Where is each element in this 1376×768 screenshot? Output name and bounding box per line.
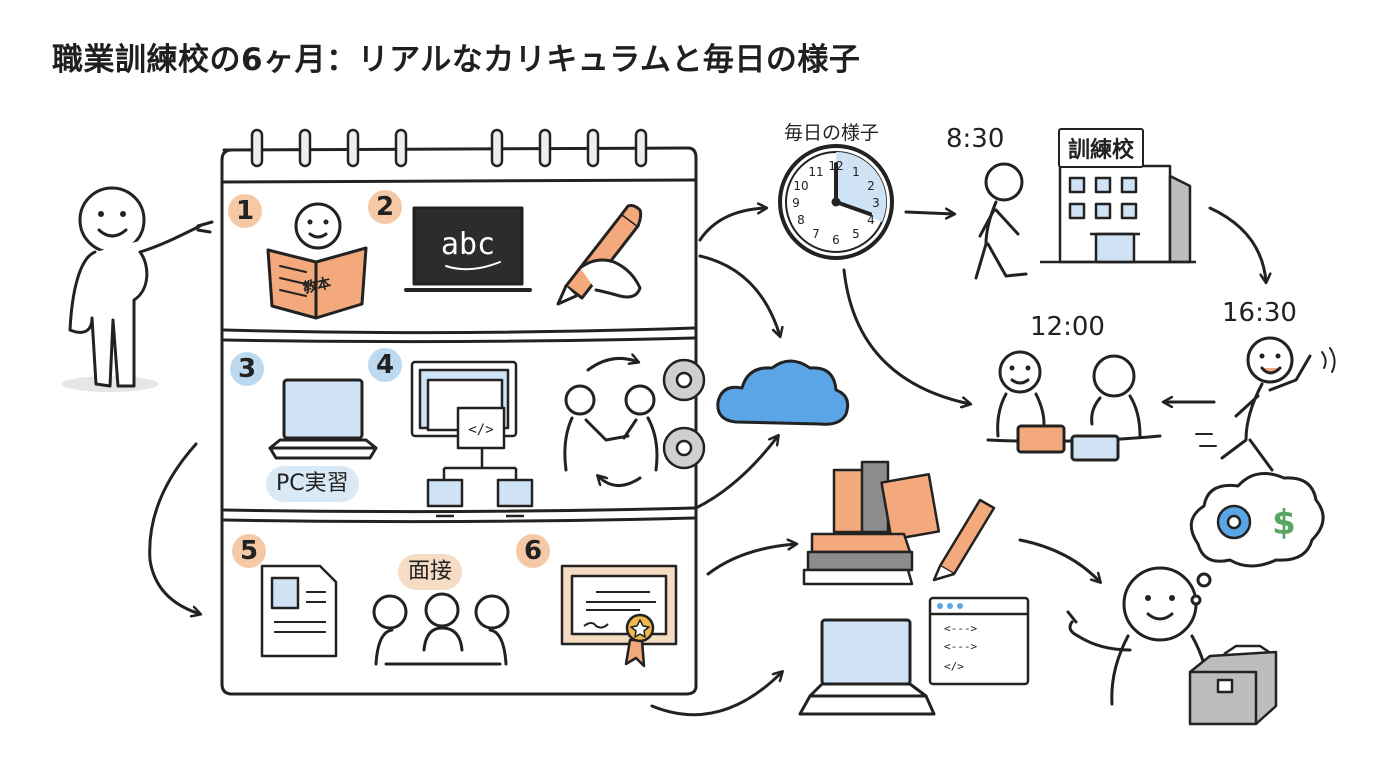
arrow-to-cloud [698,254,780,336]
running-person-icon [1195,336,1336,472]
textbook-label: 教本 [302,274,334,297]
time-noon: 12:00 [1030,312,1105,342]
arrow-to-laptop [650,672,782,717]
step-number-1: 1 [228,194,262,228]
clock-number: 5 [852,227,860,241]
code-symbol: </> [468,422,493,438]
editor-line: <---> [944,640,977,653]
daily-label: 毎日の様子 [784,122,880,144]
pointing-person-icon [62,186,214,392]
arrow-to-clock [698,208,766,242]
step-number-5: 5 [232,534,266,568]
cloud-icon [716,359,850,426]
clock-number: 4 [867,213,875,227]
clock-number: 9 [792,196,800,210]
arrow-to-walk [904,212,954,214]
arrow-to-books [706,544,796,576]
editor-window-icon [928,596,1030,686]
arrow-to-evening [1208,206,1266,282]
clock-number: 6 [832,233,840,247]
clock-number: 10 [793,179,808,193]
step-number-2: 2 [368,190,402,224]
page-title: 職業訓練校の6ヶ月：リアルなカリキュラムと毎日の様子 [52,42,861,78]
school-building-icon [1040,164,1196,264]
flow-arrows [148,206,1266,717]
laptop-icon [798,618,936,716]
clock-number: 2 [867,179,875,193]
dollar-sign: $ [1272,503,1296,543]
handshake-icon [563,358,659,487]
network-screens-icon [410,360,534,518]
clock-number: 3 [872,196,880,210]
step-number-4: 4 [368,348,402,382]
arrow-row2-cloud [694,436,778,510]
laptop-icon [268,378,378,460]
arrow-to-lunch [842,268,970,404]
clock-number: 1 [852,165,860,179]
blackboard-text: abc [441,227,495,262]
walking-person-icon [974,162,1028,280]
clock-number: 11 [808,165,823,179]
editor-line: <---> [944,622,977,635]
books-icon [802,460,941,586]
certificate-icon [560,564,678,668]
resume-icon [260,564,338,658]
interview-label: 面接 [398,554,463,590]
clock-number: 12 [828,159,843,173]
clock-number: 8 [797,213,805,227]
thinking-person-icon [1066,472,1325,706]
clock-numbers: 12 1 2 3 4 5 6 7 8 9 10 11 [792,159,880,247]
step-number-3: 3 [230,352,264,386]
toolbox-icon [1188,644,1278,726]
lunch-people-icon [986,350,1162,462]
pencil-icon [932,498,996,582]
gear-icon [1216,504,1252,540]
time-morning: 8:30 [946,124,1005,154]
reading-person-icon [266,202,368,320]
time-evening: 16:30 [1222,298,1297,328]
editor-line: </> [944,660,964,673]
school-sign: 訓練校 [1058,128,1145,168]
gear-icon [662,358,706,470]
blackboard-icon [404,206,532,292]
clock-icon [778,144,894,260]
step-number-6: 6 [516,534,550,568]
arrow-left-down [148,442,200,614]
pencil-hand-icon [556,204,643,306]
interview-group-icon [372,592,510,666]
clock-number: 7 [812,227,820,241]
pc-practice-label: PC実習 [266,466,359,502]
arrow-to-person [1018,538,1100,582]
